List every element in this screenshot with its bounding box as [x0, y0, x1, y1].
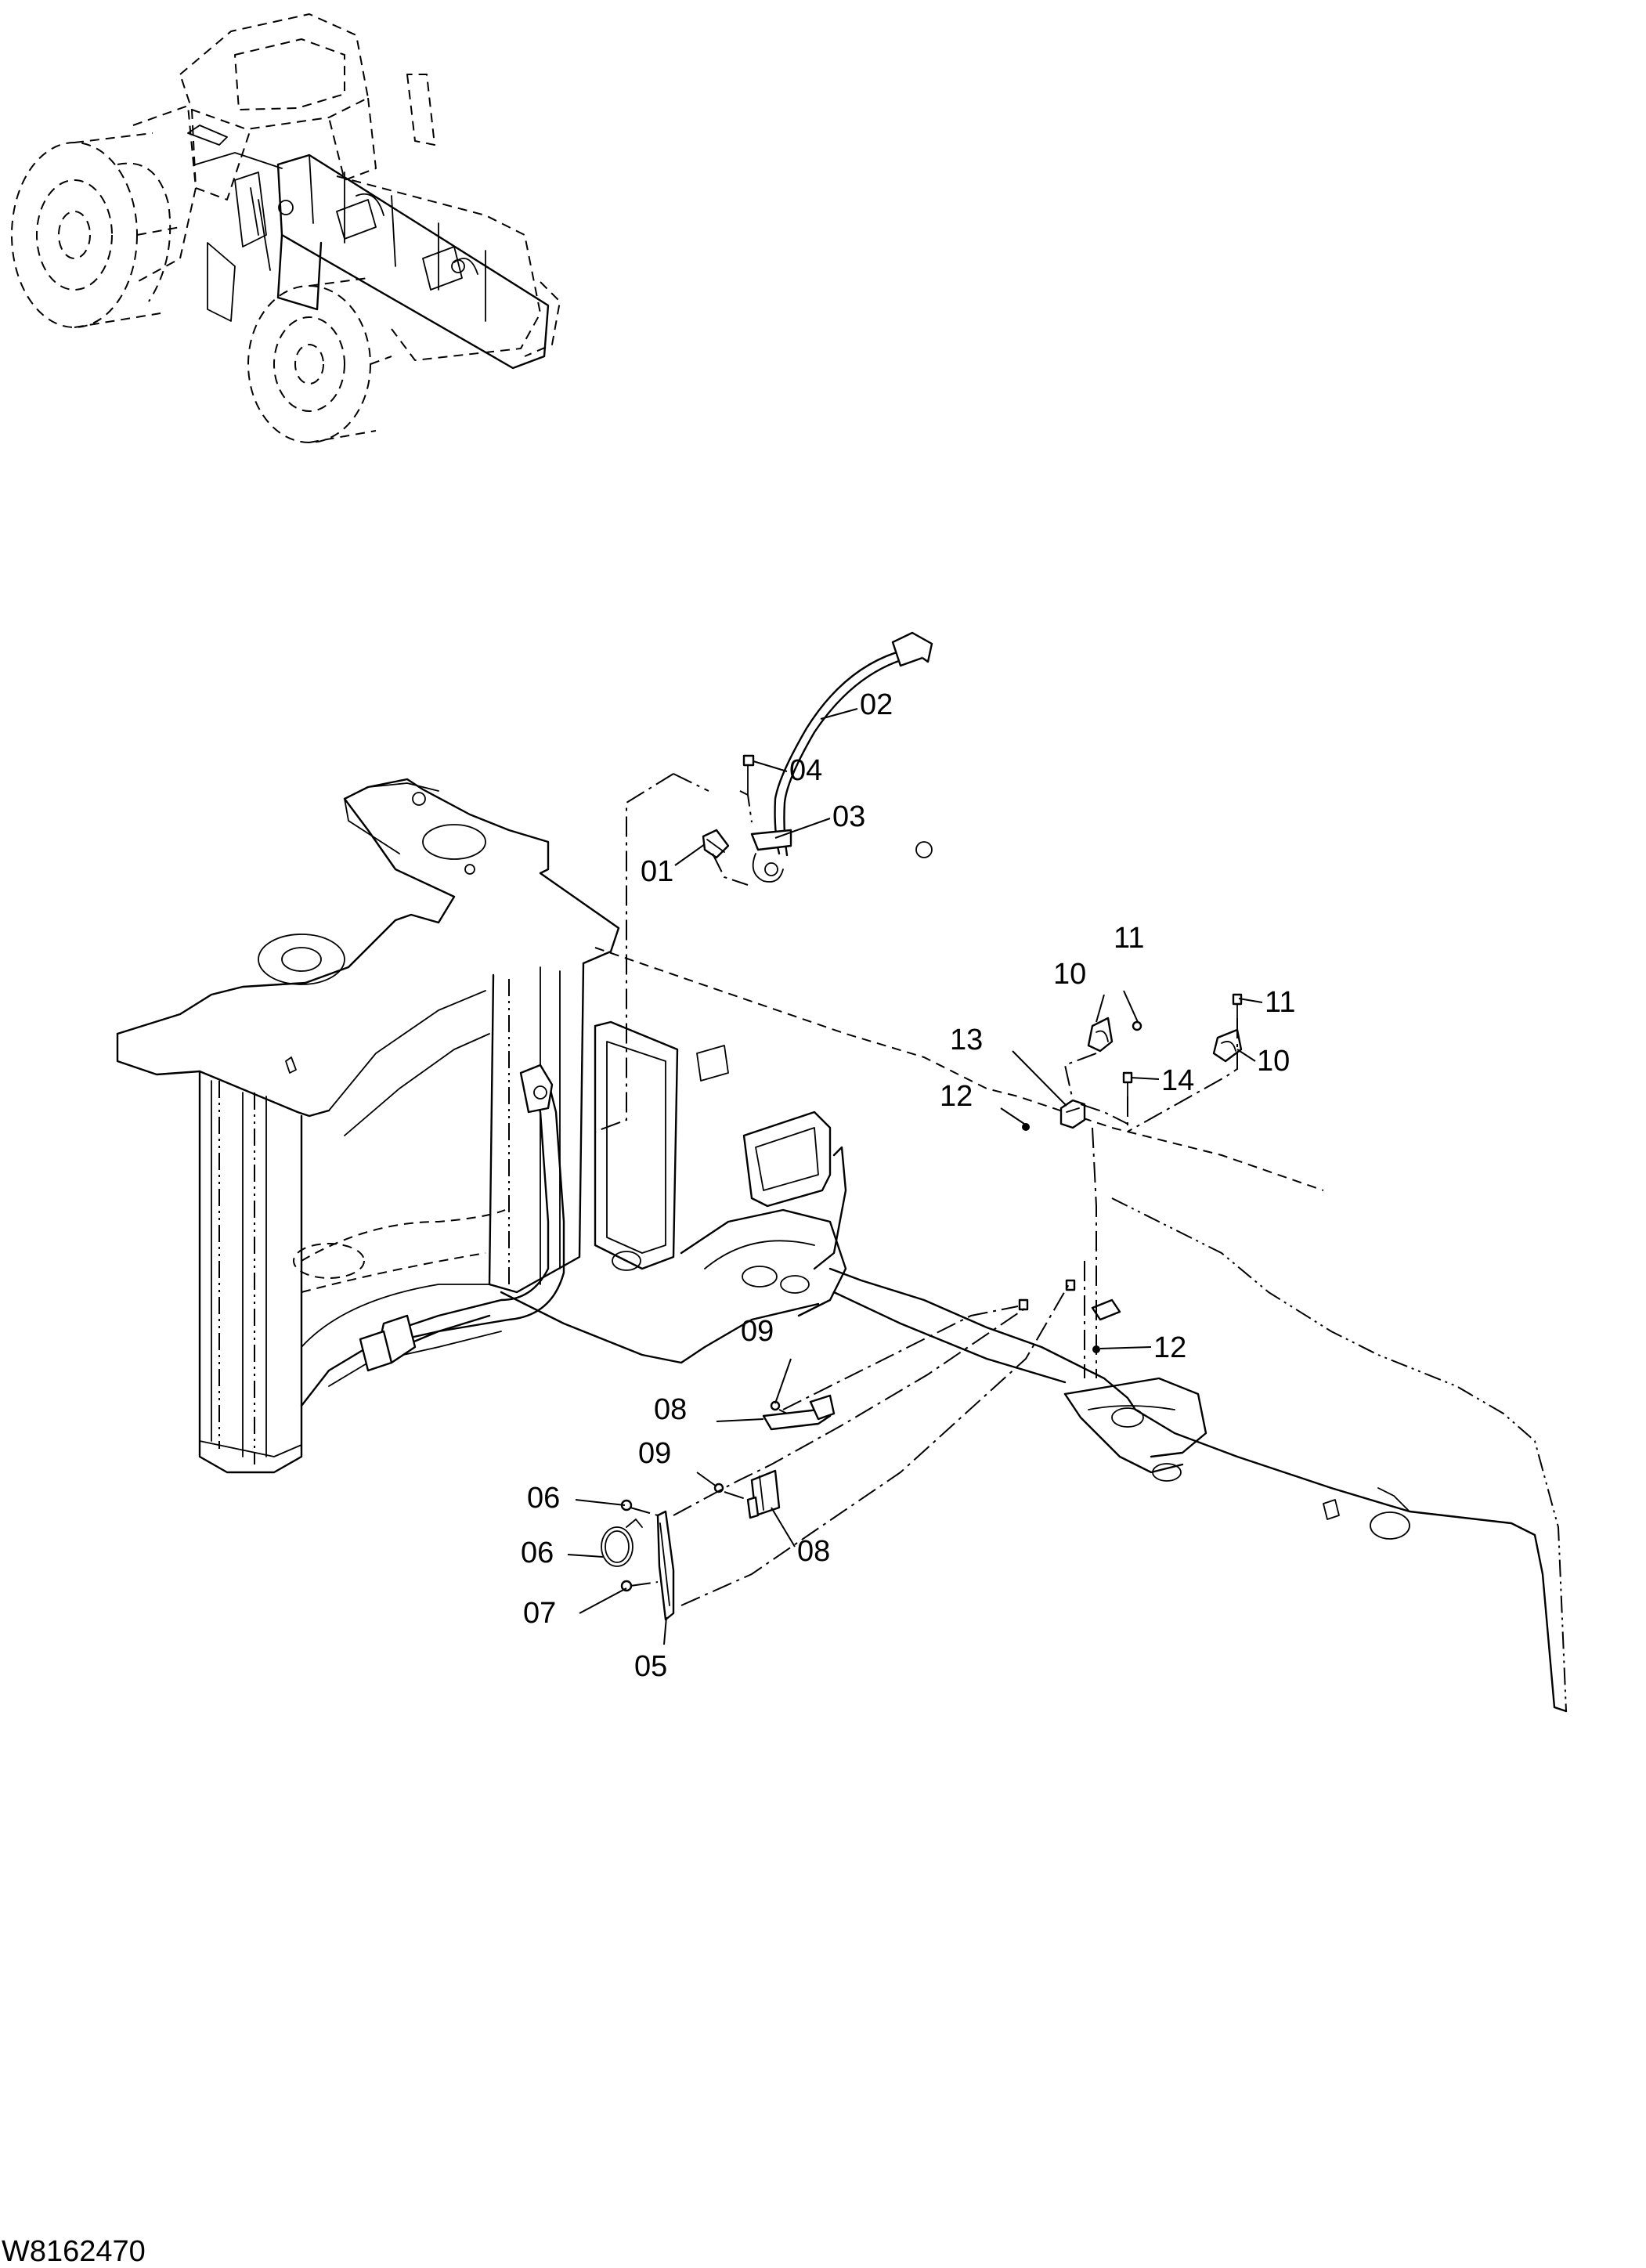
- callout-02: 02: [860, 688, 893, 721]
- callout-09-bottom: 09: [638, 1437, 671, 1470]
- callout-09-top: 09: [741, 1315, 774, 1348]
- callout-13: 13: [950, 1024, 983, 1056]
- callout-04: 04: [789, 754, 822, 787]
- callout-06-top: 06: [527, 1482, 560, 1515]
- callout-07: 06: [521, 1537, 554, 1569]
- machine-overview-inset: [11, 13, 561, 443]
- sensor-harness-parts: [594, 631, 933, 1132]
- callout-05: 05: [634, 1650, 667, 1683]
- callout-08-bottom: 08: [797, 1535, 830, 1568]
- callout-11-right: 11: [1265, 986, 1295, 1019]
- callout-03: 03: [832, 800, 865, 833]
- drawing-number: W8162470: [2, 2235, 146, 2268]
- callout-10-right: 10: [1257, 1045, 1290, 1078]
- hose-routing: [359, 1064, 565, 1372]
- callout-12-top: 12: [940, 1080, 973, 1113]
- leader-lines: [567, 708, 1263, 1645]
- callout-06-bottom: 07: [523, 1597, 556, 1630]
- callout-14: 14: [1161, 1064, 1194, 1097]
- front-frame-assembly: [116, 778, 1568, 1713]
- callout-labels: 02 04 03 01 11 10 11 13 10 12 14 12 09 0…: [521, 688, 1295, 1683]
- callout-01: 01: [641, 855, 673, 888]
- lower-bracket-parts: [601, 1284, 1070, 1621]
- callout-10-left: 10: [1053, 958, 1086, 991]
- callout-08-top: 08: [654, 1393, 687, 1426]
- callout-11-top: 11: [1114, 922, 1144, 955]
- callout-12-bottom: 12: [1153, 1331, 1186, 1364]
- clamp-parts: [1018, 993, 1243, 1378]
